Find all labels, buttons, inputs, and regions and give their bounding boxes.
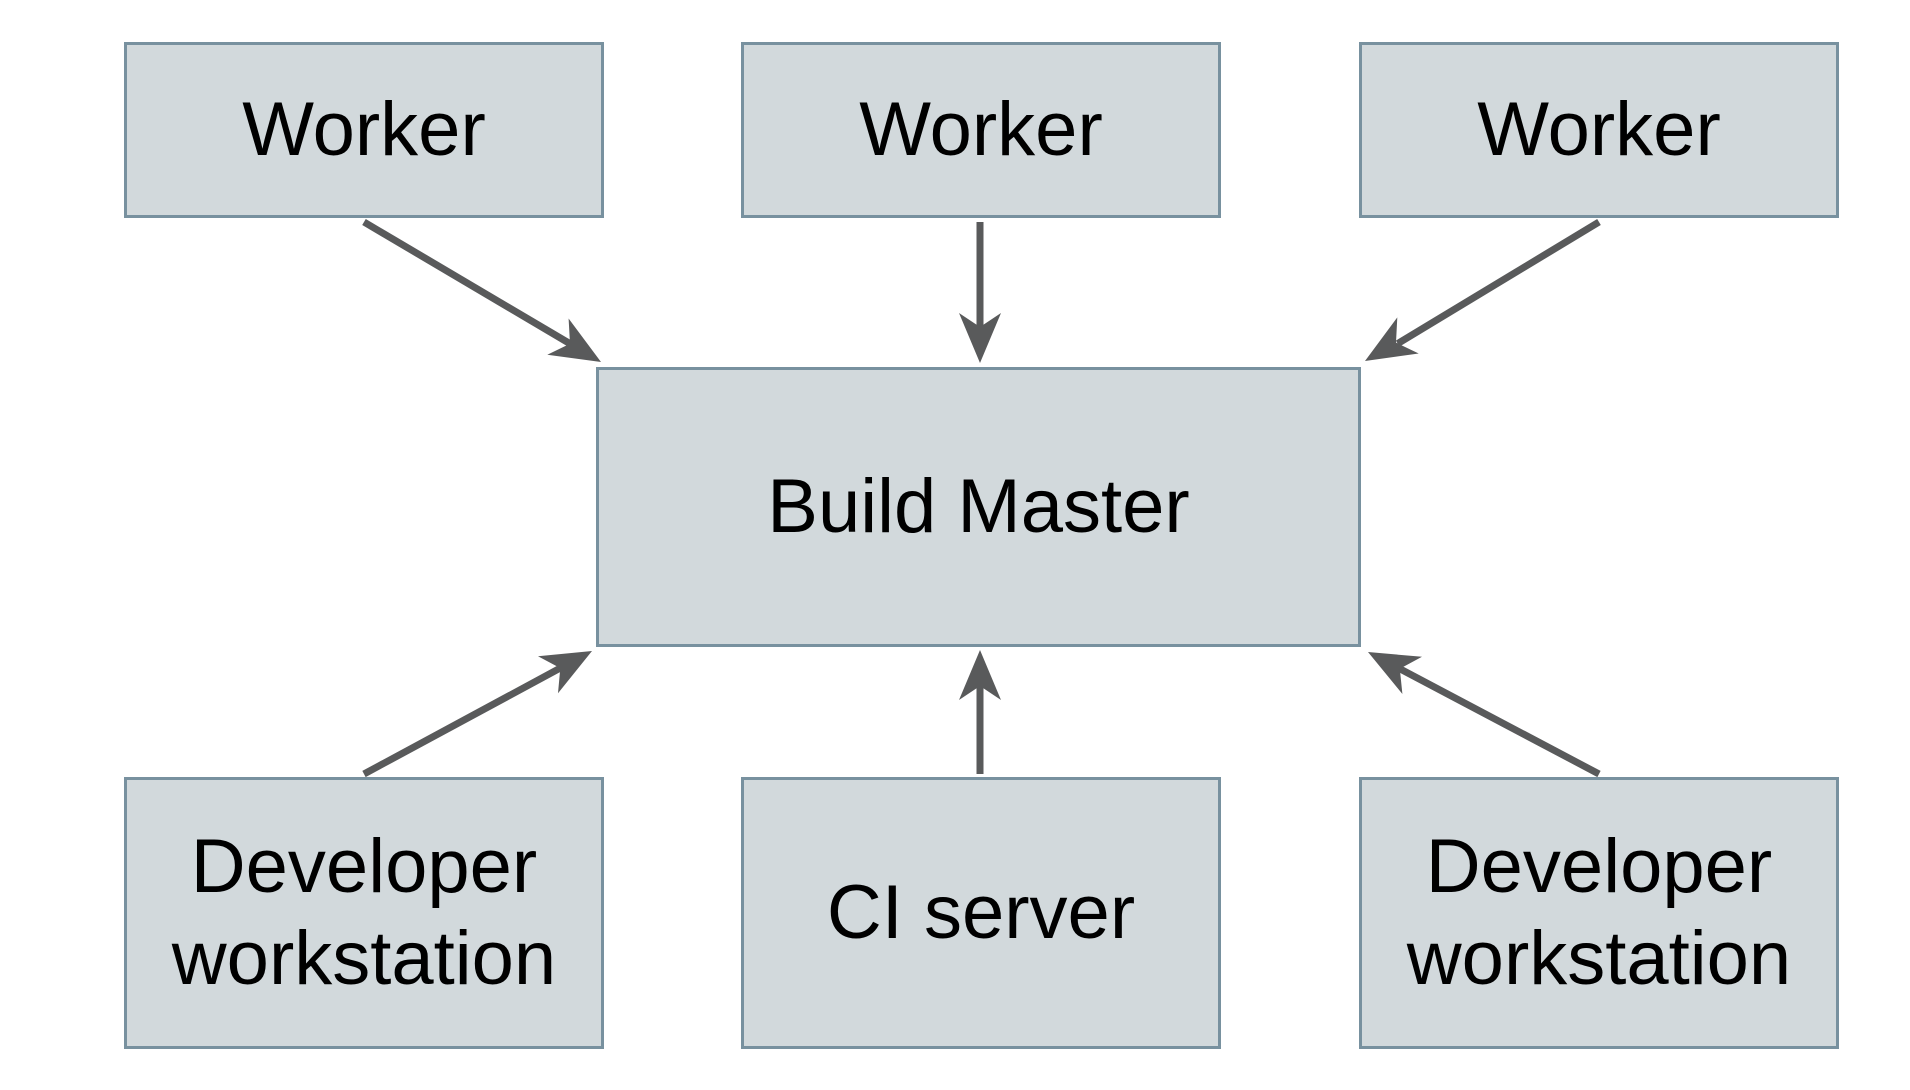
node-developer-workstation-right: Developer workstation <box>1359 777 1839 1049</box>
node-worker-1-label: Worker <box>242 87 486 173</box>
node-build-master-label: Build Master <box>767 464 1190 550</box>
edge-devworkstation-left-to-buildmaster-arrow <box>362 651 592 778</box>
node-build-master: Build Master <box>596 367 1361 647</box>
edge-ciserver-to-buildmaster-arrow <box>959 650 1001 774</box>
node-ci-server-label: CI server <box>826 870 1136 956</box>
node-ci-server: CI server <box>741 777 1221 1049</box>
node-developer-workstation-right-label: Developer workstation <box>1406 824 1792 1001</box>
edge-worker3-to-buildmaster-arrow <box>1365 219 1601 361</box>
node-worker-2-label: Worker <box>859 87 1103 173</box>
node-worker-3-label: Worker <box>1477 87 1721 173</box>
edge-worker1-to-buildmaster-arrow <box>362 218 601 362</box>
node-worker-2: Worker <box>741 42 1221 218</box>
node-developer-workstation-left: Developer workstation <box>124 777 604 1049</box>
node-worker-3: Worker <box>1359 42 1839 218</box>
node-developer-workstation-left-label: Developer workstation <box>171 824 557 1001</box>
node-worker-1: Worker <box>124 42 604 218</box>
edge-worker2-to-buildmaster-arrow <box>959 222 1001 363</box>
edge-devworkstation-right-to-buildmaster-arrow <box>1368 652 1601 778</box>
